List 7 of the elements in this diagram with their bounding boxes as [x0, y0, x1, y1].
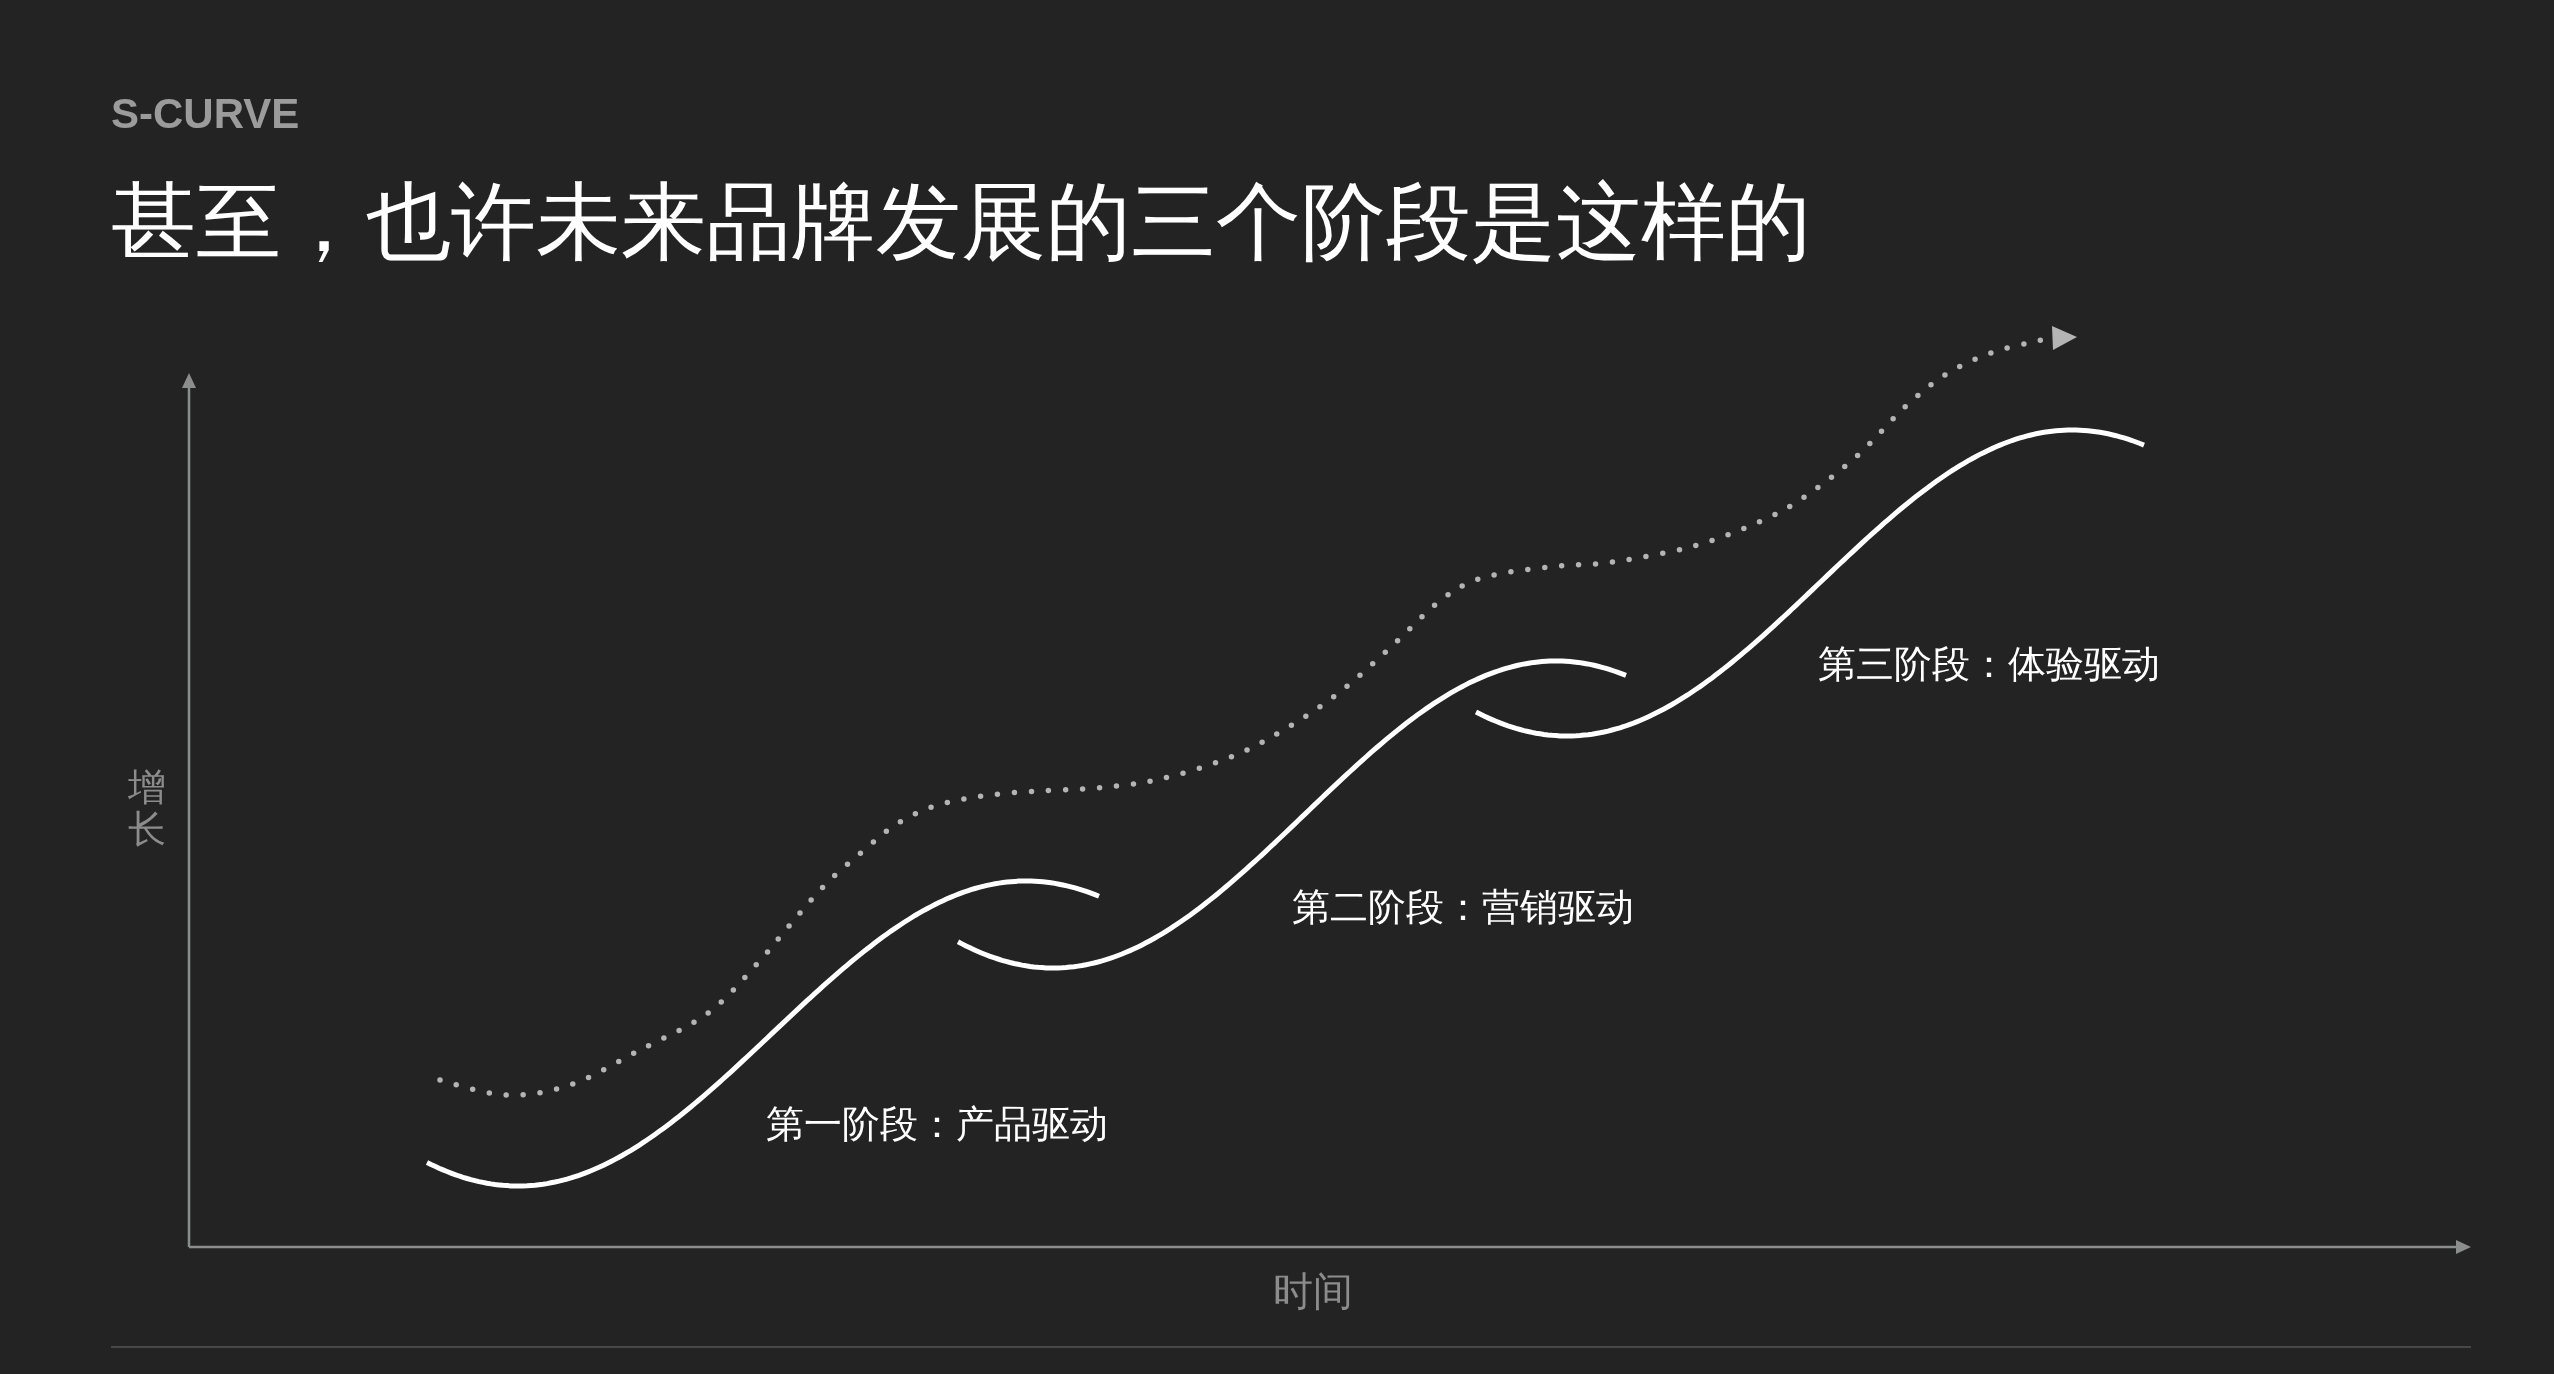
- slide-title: 甚至，也许未来品牌发展的三个阶段是这样的: [111, 175, 1811, 269]
- section-label: S-CURVE: [111, 93, 300, 135]
- x-axis-label: 时间: [1273, 1269, 1353, 1313]
- stage-label: 第一阶段：产品驱动: [766, 1104, 1108, 1146]
- stage-label: 第二阶段：营销驱动: [1292, 887, 1634, 929]
- y-axis-label: 增长: [128, 767, 166, 851]
- stage-label: 第三阶段：体验驱动: [1818, 644, 2160, 686]
